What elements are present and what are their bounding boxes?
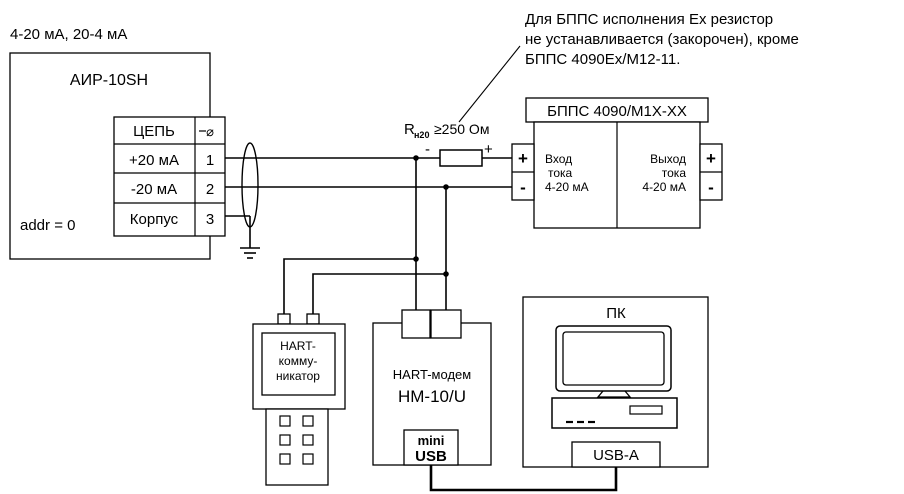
- communicator-plug-2: [306, 313, 320, 325]
- bpps-input-label-2: тока: [548, 166, 573, 180]
- hart-communicator: HART- комму- никатор: [252, 313, 346, 486]
- bpps-title-box: [525, 97, 709, 123]
- comm-wire-1: [283, 258, 416, 314]
- pc-label: ПК: [606, 305, 626, 322]
- sensor-block: АИР-10SH addr = 0 ЦЕПЬ ⌀ +20 мА 1 -20 мА…: [9, 52, 226, 260]
- resistor: R н20 ≥250 Ом - +: [404, 121, 493, 167]
- bpps-input-plus: +: [518, 149, 528, 168]
- ground-icon: [240, 247, 260, 259]
- resistor-minus: -: [425, 141, 430, 158]
- pc-usb-label: USB-A: [593, 447, 639, 464]
- resistor-plus: +: [484, 141, 493, 158]
- bpps-block: БППС 4090/M1X-XX + - + - Вход тока 4-20 …: [511, 97, 723, 229]
- wires: [225, 142, 512, 314]
- monitor-icon: [555, 325, 672, 398]
- terminal-header-name: ЦЕПЬ: [133, 123, 175, 140]
- terminal-header-symbol: ⌀: [206, 124, 214, 139]
- bpps-output-label-2: тока: [662, 166, 687, 180]
- terminal-1-name: +20 мА: [129, 152, 179, 169]
- ex-note-line-1: Для БППС исполнения Ex резистор: [525, 11, 773, 28]
- terminal-2-name: -20 мА: [131, 181, 177, 198]
- bpps-input-minus: -: [520, 178, 526, 197]
- cable-shield: [241, 142, 259, 228]
- signal-modes-label: 4-20 мА, 20-4 мА: [10, 26, 127, 43]
- terminal-block-outline: [113, 116, 226, 237]
- communicator-label-1: HART-: [280, 339, 316, 353]
- modem-usb-line-1: mini: [418, 433, 445, 448]
- terminal-3-name: Корпус: [130, 211, 179, 228]
- junction-4: [443, 271, 449, 277]
- junction-1: [413, 155, 419, 161]
- bpps-output-minus: -: [708, 178, 714, 197]
- sensor-addr: addr = 0: [20, 217, 75, 234]
- communicator-plug-1: [277, 313, 291, 325]
- system-unit-icon: [551, 397, 678, 429]
- terminal-block: ЦЕПЬ ⌀ +20 мА 1 -20 мА 2 Корпус 3: [113, 116, 226, 237]
- terminal-1-number: 1: [206, 152, 214, 169]
- bpps-title: БППС 4090/M1X-XX: [547, 103, 687, 120]
- communicator-label-3: никатор: [276, 369, 320, 383]
- ex-note-leader: [458, 45, 521, 123]
- pc: ПК USB-A: [522, 296, 709, 468]
- modem-connector-left: [401, 309, 431, 339]
- pc-usb-port: [571, 441, 661, 468]
- ex-note-line-3: БППС 4090Ex/M12-11.: [525, 51, 680, 68]
- modem-usb-port: [403, 429, 459, 466]
- resistor-label-value: ≥250 Ом: [434, 121, 489, 137]
- bpps-output-label-1: Выход: [650, 152, 686, 166]
- junction-3: [413, 256, 419, 262]
- bpps-input-label-1: Вход: [545, 152, 572, 166]
- communicator-display: [261, 332, 336, 396]
- ex-note-line-2: не устанавливается (закорочен), кроме: [525, 31, 799, 48]
- terminal-2-number: 2: [206, 181, 214, 198]
- comm-wire-2: [312, 273, 446, 314]
- junction-2: [443, 184, 449, 190]
- keypad-icon: [279, 415, 314, 465]
- resistor-body: [439, 149, 483, 167]
- usb-cable: [429, 465, 618, 492]
- hart-modem: HART-модем HM-10/U mini USB: [372, 309, 492, 466]
- bpps-input-label-3: 4-20 мА: [545, 180, 589, 194]
- communicator-label-2: комму-: [279, 354, 318, 368]
- resistor-label-r: R: [404, 121, 415, 138]
- modem-connector-right: [430, 309, 462, 339]
- sensor-title: АИР-10SH: [70, 72, 148, 89]
- ex-note: Для БППС исполнения Ex резистор не устан…: [458, 11, 799, 123]
- modem-label-model: HM-10/U: [398, 387, 466, 406]
- bpps-output-label-3: 4-20 мА: [642, 180, 686, 194]
- bpps-output-plus: +: [706, 149, 716, 168]
- terminal-3-number: 3: [206, 211, 214, 228]
- communicator-keypad-housing: [265, 408, 329, 486]
- modem-usb-line-2: USB: [415, 448, 447, 465]
- modem-label-top: HART-модем: [393, 367, 471, 382]
- resistor-label-sub: н20: [414, 130, 429, 140]
